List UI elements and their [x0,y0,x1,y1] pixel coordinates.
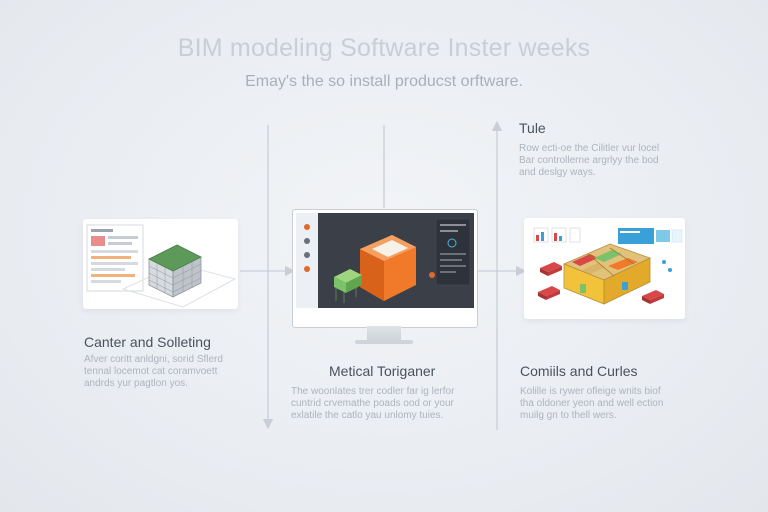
building-model-illustration [86,224,237,308]
top-right-desc-3: and deslgy ways. [519,167,596,178]
right-desc-2: tha oldoner yeon and well ection [520,398,664,409]
top-right-heading: Tule [519,120,546,136]
center-desc-3: exlatile the catlo yau unlomy tuies. [291,410,444,421]
center-heading: Metical Toriganer [329,363,436,379]
tool-icon [304,238,310,244]
monitor-screen [296,213,474,308]
right-card-floor-plan [524,218,685,319]
tool-icon [304,266,310,272]
monitor-device [292,209,478,328]
center-desc-1: The woonlates trer codler far ig lerfor [291,386,455,397]
top-right-desc-1: Row ecti-oe the Cilitler vur locel [519,143,660,154]
bim-software-viewport [296,213,471,308]
right-desc-1: Kolille is rywer ofleige wnits biof [520,386,661,397]
right-heading: Comiils and Curles [520,363,638,379]
page-title: BIM modeling Software Inster weeks [177,34,591,62]
left-desc-2: tennal locemot cat coramvoett [84,366,218,377]
right-desc-3: muilg gn to thell wers. [520,410,617,421]
top-right-desc-2: Bar controllerne argrlyy the bod [519,155,659,166]
left-desc-3: andrds yur pagtlon yos. [84,378,188,389]
monitor-stand [367,326,401,340]
center-desc-2: cuntrid crvemathe poads ood or your [291,398,454,409]
left-card-model-overview [83,219,238,309]
left-desc-1: Afver coritt anldgni, sorid Sflerd [84,354,223,365]
floor-plan-illustration [533,227,683,305]
vehicle-icon [538,286,560,300]
left-heading: Canter and Solleting [84,334,211,350]
page-subtitle: Emay's the so install producst orftware. [245,73,523,90]
monitor-base [355,340,413,344]
vehicle-icon [540,262,562,276]
vehicle-icon [642,290,664,304]
tool-icon [304,252,310,258]
tool-icon [304,224,310,230]
